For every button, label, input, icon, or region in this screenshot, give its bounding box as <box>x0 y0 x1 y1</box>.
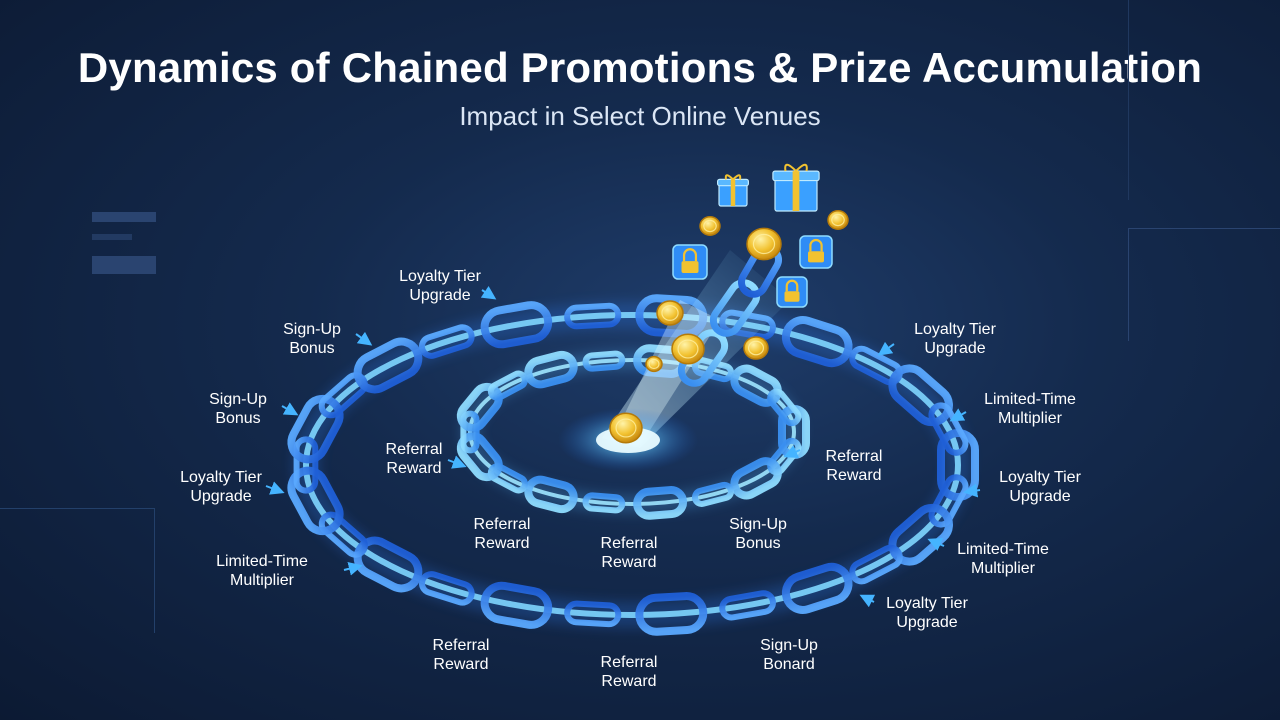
coin-icon <box>699 216 721 236</box>
inner-ring-track <box>468 358 796 506</box>
inner-link-4 <box>691 481 735 507</box>
inner-link-8 <box>487 463 528 494</box>
coins <box>609 210 849 444</box>
outer-link-17 <box>353 337 423 394</box>
coin-icon <box>743 336 769 360</box>
inner-link-2 <box>767 437 802 476</box>
outer-link-5 <box>781 562 853 614</box>
arrow-icon <box>355 331 373 346</box>
arrow-icon <box>343 561 363 576</box>
inner-link-3 <box>730 457 782 500</box>
outer-chain <box>287 294 979 636</box>
outer-link-10 <box>418 571 475 606</box>
inner-link-6 <box>582 492 626 514</box>
arrow-icon <box>480 285 497 300</box>
decor-panel-right <box>1128 228 1280 341</box>
coin-icon <box>746 227 782 261</box>
lock-icon <box>672 244 708 280</box>
decor-panel-left <box>92 212 162 282</box>
inner-link-18 <box>767 388 802 427</box>
gift-icon <box>716 174 749 207</box>
outer-link-11 <box>353 536 423 593</box>
outer-link-2 <box>928 474 969 528</box>
arrow-icon <box>949 408 967 422</box>
inner-link-10 <box>460 410 480 454</box>
coin-icon <box>827 210 849 230</box>
lock-icon <box>799 235 833 269</box>
arrow-icon <box>877 341 895 356</box>
decor-line-right-top <box>1128 0 1129 200</box>
coin-icon <box>645 355 663 373</box>
arrow-icon <box>963 483 981 498</box>
outer-link-25 <box>888 364 953 427</box>
arrow-icon <box>265 481 285 495</box>
outer-link-4 <box>849 544 903 585</box>
decor-panel-bottom-left <box>0 508 155 633</box>
inner-link-7 <box>524 475 578 514</box>
inner-link-13 <box>524 350 578 389</box>
arrow-icon <box>447 455 467 469</box>
locks <box>672 235 833 308</box>
outer-link-23 <box>781 316 853 368</box>
gifts <box>716 163 820 212</box>
coin-icon <box>656 300 684 326</box>
outer-link-20 <box>564 302 622 330</box>
arrow-icon <box>281 402 299 416</box>
arrow-icon <box>859 594 876 608</box>
gift-icon <box>772 163 820 212</box>
coin-icon <box>671 333 705 365</box>
inner-link-17 <box>730 364 782 407</box>
outer-link-9 <box>480 581 553 629</box>
outer-link-14 <box>293 436 319 494</box>
arrow-icon <box>783 445 801 459</box>
label-arrows <box>265 285 981 608</box>
arrow-icon <box>927 537 945 551</box>
outer-link-18 <box>418 324 475 359</box>
page-title: Dynamics of Chained Promotions & Prize A… <box>77 44 1203 91</box>
inner-link-14 <box>582 350 626 372</box>
outer-link-7 <box>635 592 708 636</box>
page-subtitle: Impact in Select Online Venues <box>459 101 821 131</box>
coin-icon <box>609 412 643 444</box>
inner-link-5 <box>633 486 688 520</box>
outer-link-26 <box>928 402 969 456</box>
lock-icon <box>776 276 808 308</box>
outer-link-12 <box>318 511 368 558</box>
inner-link-11 <box>456 382 503 432</box>
inner-link-12 <box>487 370 528 401</box>
outer-link-19 <box>480 301 553 349</box>
outer-link-13 <box>287 466 344 536</box>
outer-link-8 <box>564 600 622 628</box>
outer-link-15 <box>287 394 344 464</box>
outer-link-6 <box>719 590 776 621</box>
outer-ring-track <box>303 312 961 618</box>
